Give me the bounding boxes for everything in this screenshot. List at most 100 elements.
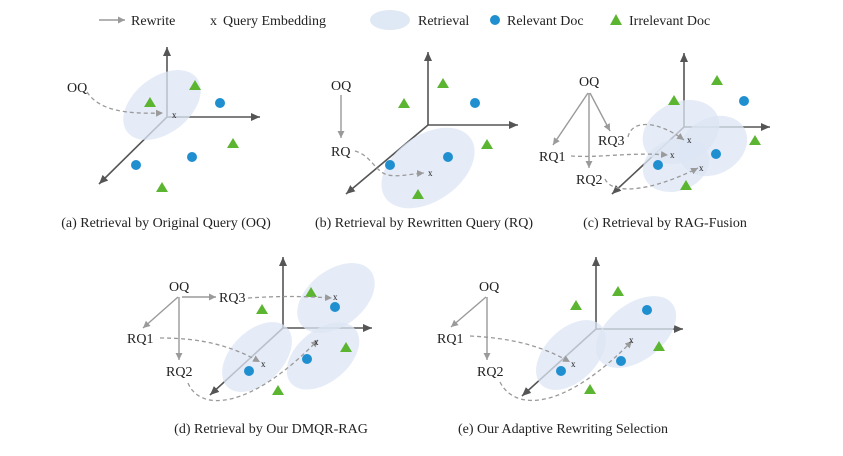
rq2-label: RQ2 [166, 365, 192, 380]
retrieval-region [286, 322, 360, 390]
irrelevant-doc [668, 95, 680, 105]
legend-rewrite-label: Rewrite [131, 14, 175, 29]
query-marker: x [571, 359, 576, 369]
retrieval-region [381, 127, 475, 209]
oq-label: OQ [579, 75, 599, 90]
panel-c: OQ RQ1 RQ2 RQ3 x x x (c) Retrieval by RA… [539, 53, 770, 231]
oq-label: OQ [331, 79, 351, 94]
relevant-doc-icon [490, 15, 500, 25]
rq2-label: RQ2 [576, 173, 602, 188]
panel-d: OQ RQ1 RQ2 RQ3 x x x (d) Retrieval by Ou… [127, 257, 375, 437]
relevant-doc [131, 160, 141, 170]
query-marker: x [670, 150, 675, 160]
irrelevant-doc [680, 180, 692, 190]
irrelevant-doc [711, 75, 723, 85]
irrelevant-doc [570, 300, 582, 310]
panel-e-caption: (e) Our Adaptive Rewriting Selection [458, 422, 668, 437]
query-marker: x [629, 335, 634, 345]
legend-irrelevant-doc-label: Irrelevant Doc [629, 14, 710, 29]
panel-a-caption: (a) Retrieval by Original Query (OQ) [61, 216, 271, 231]
rewrite-path [499, 340, 633, 401]
irrelevant-doc [437, 78, 449, 88]
query-marker: x [699, 163, 704, 173]
irrelevant-doc [749, 135, 761, 145]
retrieval-region [642, 137, 710, 193]
axes [345, 52, 518, 195]
rewrite-arrow [589, 92, 611, 132]
irrelevant-doc [189, 80, 201, 90]
retrieval-region [536, 320, 606, 390]
relevant-doc [302, 354, 312, 364]
query-marker: x [687, 135, 692, 145]
relevant-doc [215, 98, 225, 108]
relevant-doc [187, 152, 197, 162]
panel-d-caption: (d) Retrieval by Our DMQR-RAG [174, 422, 368, 437]
rewrite-path [469, 335, 571, 363]
relevant-doc [244, 366, 254, 376]
rewrite-path [86, 91, 164, 117]
retrieval-region [297, 263, 375, 333]
relevant-doc [642, 305, 652, 315]
rewrite-path [627, 123, 685, 141]
rewrite-arrow [142, 296, 179, 329]
relevant-doc [470, 98, 480, 108]
relevant-doc [385, 160, 395, 170]
irrelevant-doc [305, 287, 317, 297]
rewrite-arrow [450, 296, 487, 328]
retrieval-region [123, 70, 201, 140]
panel-c-caption: (c) Retrieval by RAG-Fusion [583, 216, 747, 231]
irrelevant-doc [272, 385, 284, 395]
relevant-doc [443, 152, 453, 162]
irrelevant-doc [340, 342, 352, 352]
irrelevant-doc [612, 286, 624, 296]
panel-b-caption: (b) Retrieval by Rewritten Query (RQ) [315, 216, 533, 231]
rq1-label: RQ1 [437, 332, 463, 347]
rewrite-path [187, 339, 319, 402]
query-marker: x [428, 168, 433, 178]
rewrite-path [570, 150, 669, 158]
irrelevant-doc [227, 138, 239, 148]
rq1-label: RQ1 [539, 150, 565, 165]
legend-retrieval-label: Retrieval [418, 14, 469, 29]
retrieval-region-icon [370, 10, 410, 30]
irrelevant-doc [412, 189, 424, 199]
query-marker: x [314, 337, 319, 347]
panel-b: OQ RQ x (b) Retrieval by Rewritten Query… [315, 52, 533, 231]
legend: Rewrite x Query Embedding Retrieval Rele… [99, 10, 710, 30]
legend-relevant-doc-label: Relevant Doc [507, 14, 584, 29]
query-marker: x [261, 359, 266, 369]
irrelevant-doc [653, 341, 665, 351]
irrelevant-doc [398, 98, 410, 108]
irrelevant-doc [584, 384, 596, 394]
oq-label: OQ [67, 81, 87, 96]
rewrite-arrow [552, 92, 589, 146]
rewrite-path [159, 337, 261, 363]
relevant-doc [556, 366, 566, 376]
legend-query-embedding-label: Query Embedding [223, 14, 326, 29]
irrelevant-doc [156, 182, 168, 192]
rewrite-path [247, 294, 333, 302]
query-marker: x [172, 110, 177, 120]
irrelevant-doc [144, 97, 156, 107]
rq3-label: RQ3 [219, 291, 245, 306]
irrelevant-doc [481, 139, 493, 149]
rq1-label: RQ1 [127, 332, 153, 347]
query-embedding-icon: x [210, 14, 217, 29]
rq2-label: RQ2 [477, 365, 503, 380]
relevant-doc [330, 302, 340, 312]
relevant-doc [711, 149, 721, 159]
relevant-doc [653, 160, 663, 170]
irrelevant-doc-icon [610, 14, 622, 25]
oq-label: OQ [479, 280, 499, 295]
relevant-doc [616, 356, 626, 366]
irrelevant-doc [256, 304, 268, 314]
rq-label: RQ [331, 145, 350, 160]
rewrite-path [354, 150, 425, 177]
panel-e: OQ RQ1 RQ2 x x (e) Our Adaptive Rewritin… [437, 257, 683, 437]
oq-label: OQ [169, 280, 189, 295]
panel-a: OQ x (a) Retrieval by Original Query (OQ… [61, 47, 271, 231]
rq3-label: RQ3 [598, 134, 624, 149]
query-marker: x [333, 292, 338, 302]
relevant-doc [739, 96, 749, 106]
